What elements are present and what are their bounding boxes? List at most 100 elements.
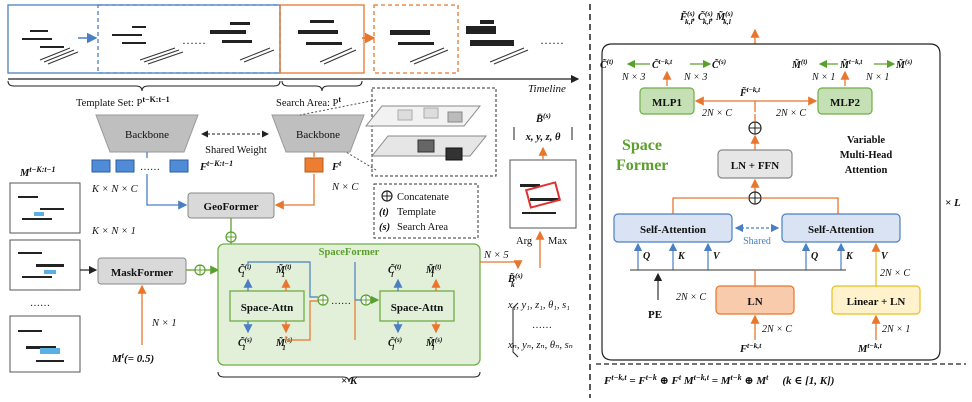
dim-2nc-e: 2N × C [762,324,792,335]
frames-ellipsis: …… [182,33,206,47]
bbox-vars: x, y, z, θ [525,132,561,143]
m-search-out: M̃(s) [895,58,912,71]
mask-t-label: Mt(= 0.5) [111,351,154,365]
dim-2nc-b: 2N × C [776,108,806,119]
svg-text:Backbone: Backbone [125,129,169,141]
svg-text:……: …… [140,162,160,173]
mlp2-block [817,87,873,115]
shared-weight-label: Shared Weight [205,145,267,156]
layer-loop [601,43,941,361]
m-mid: M̃t−k,t [839,58,863,71]
c-search-out: C̃(s) [712,58,726,71]
search-feature-cube [304,157,324,173]
svg-text:Backbone: Backbone [296,129,340,141]
m1-template-label: M̃(t)1 [275,263,292,279]
top-output-label: F̃(s)k,l, C̃(s)k,l, M̃(s)k,l [679,9,734,26]
argmax-max: Max [548,236,568,247]
mlp1-label: MLP1 [652,97,682,109]
self-attention-right-label: Self-Attention [808,224,874,236]
q-left: Q [643,251,650,262]
svg-text:……: …… [30,298,50,309]
legend-s-symbol: (s) [379,222,390,233]
prediction-thumbnail [509,159,577,229]
svg-text:Space-Attn: Space-Attn [241,302,294,314]
legend: Concatenate (t) Template (s) Search Area [373,183,479,239]
m-template-out: M̃(t) [791,58,808,71]
tuple-first: x₁, y₁, z₁, θ₁, s₁ [507,300,570,311]
bbox-final-label: B̄(s) [535,111,551,125]
maskformer-label: MaskFormer [111,267,173,279]
shared-label: Shared [743,236,771,247]
dim-2nc-d: 2N × C [880,268,910,279]
ml-search-label: M̃(s)l [425,336,442,352]
dim-n5: N × 5 [483,250,509,261]
self-attention-left [613,213,733,243]
m-input-label: Mt−k,t [857,341,883,355]
dim-n3-right: N × 3 [683,72,707,83]
backbone-search: Backbone [271,114,365,153]
v-left: V [713,251,721,262]
legend-template: Template [397,207,436,218]
c-template-out: C̃(t) [600,58,613,71]
v-right: V [881,251,889,262]
dim-2nc-c: 2N × C [676,292,706,303]
timeline-label: Timeline [528,83,566,95]
template-feature-label: Ft−K:t−1 [199,159,233,173]
svg-text:Space-Attn: Space-Attn [391,302,444,314]
tuple-last: xₙ, yₙ, zₙ, θₙ, sₙ [507,340,573,351]
linear-ln-block [831,285,921,315]
self-attention-right [781,213,901,243]
template-set-label: Template Set: Pt−K:t−1 [76,95,170,109]
dim-nc: N × C [331,182,359,193]
dim-knc: K × N × C [91,184,139,195]
search-feature-label: Ft [331,159,342,173]
ln-ffn-block [717,149,793,179]
template-feature-cubes: …… [91,159,189,173]
repeat-l-label: × L [945,197,961,209]
space-attn-1: Space-Attn [229,290,305,322]
space-former-title-2: Former [616,157,668,174]
dim-n1-left: N × 1 [811,72,835,83]
voxel-illustration [299,87,497,177]
vmha-line2: Multi-Head [840,150,893,161]
f-tilde-label: F̃t−k,t [739,86,761,99]
search-area-label: Search Area: Pt [276,95,341,109]
mlp2-label: MLP2 [830,97,860,109]
backbone-template: Backbone [95,114,199,153]
ln-block [715,285,795,315]
ln-ffn-label: LN + FFN [731,160,779,172]
dim-n1: N × 1 [151,318,177,329]
geoformer-label: GeoFormer [204,201,259,213]
spaceformer-title: SpaceFormer [319,247,380,258]
mask-history-label: Mt−K:t−1 [19,165,55,179]
bbox-k-label: B̃(s)k [507,271,523,289]
legend-concat: Concatenate [397,192,449,203]
point-cloud-frames: …… …… Timeline [7,4,580,95]
c-mid: C̃t−k,t [652,58,673,71]
k-right: K [845,251,854,262]
legend-t-symbol: (t) [379,207,389,218]
f-input-label: Ft−k,t [739,341,762,355]
spaceformer-block [217,243,481,366]
legend-search: Search Area [397,222,448,233]
c1-search-label: C̃(s)1 [238,336,252,352]
equation: Ft−k,t = Ft−k ⊕ Ft Mt−k,t = Mt−k ⊕ Mt(k … [603,373,834,387]
mlp1-block [639,87,695,115]
dim-2nc-a: 2N × C [702,108,732,119]
dim-2n1: 2N × 1 [882,324,910,335]
dim-n1-right: N × 1 [865,72,889,83]
q-right: Q [811,251,818,262]
ln-label: LN [747,296,762,308]
cl-template-label: C̃(t)l [388,263,401,279]
tuple-ellipsis: …… [532,320,552,331]
self-attention-left-label: Self-Attention [640,224,706,236]
dim-kn1: K × N × 1 [91,226,136,237]
maskformer-block [97,257,187,285]
space-former-title-1: Space [622,137,662,154]
argmax-arg: Arg [516,236,533,247]
dim-n3-left: N × 3 [621,72,645,83]
space-attn-ellipsis: …… [331,296,351,307]
linear-ln-label: Linear + LN [847,296,906,308]
mask-thumbnails: …… [9,182,81,373]
